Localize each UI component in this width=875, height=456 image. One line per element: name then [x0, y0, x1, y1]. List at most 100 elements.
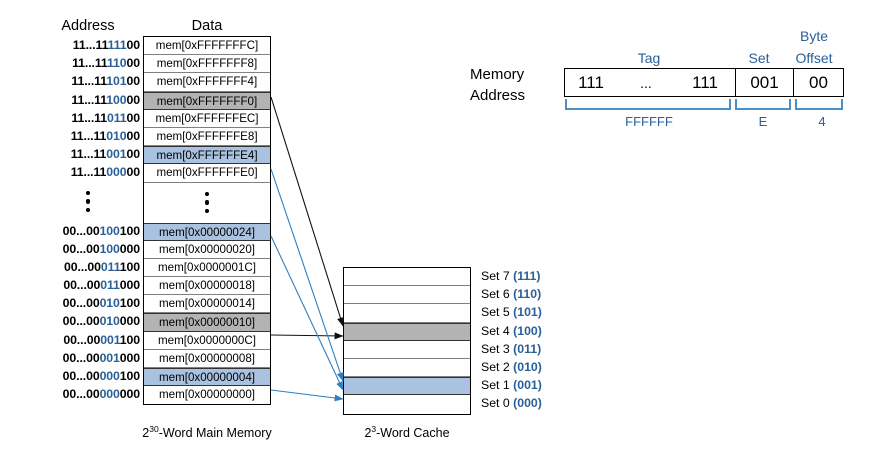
- cache-set-row: [344, 358, 470, 378]
- cache-caption-base: 2: [364, 426, 372, 441]
- addr-offset-bits: 00: [126, 92, 141, 107]
- byte-field-label: Byte: [799, 28, 828, 44]
- addr-prefix: 00...00: [63, 332, 101, 347]
- memory-address-row: 00...00100100: [36, 222, 140, 240]
- set-bits: 001: [735, 69, 793, 96]
- offset-hex-value: 4: [818, 114, 826, 129]
- addr-prefix: 00...00: [64, 259, 101, 274]
- address-column-header: Address: [61, 18, 115, 34]
- addr-offset-bits: 00: [126, 38, 141, 52]
- memory-data-cell: mem[0xFFFFFFF8]: [144, 55, 270, 74]
- addr-set-bits: 010: [99, 296, 120, 311]
- memory-address-row: 11...1101100: [36, 109, 140, 127]
- addr-prefix: 11...11: [71, 74, 107, 89]
- memory-address-ellipsis: [36, 182, 140, 222]
- memory-caption-base: 2: [142, 426, 150, 441]
- addr-set-bits: 001: [100, 332, 120, 347]
- memory-address-row: 11...1101000: [36, 127, 140, 145]
- main-memory-caption: 230-Word Main Memory: [107, 424, 307, 440]
- memory-data-cell: mem[0x00000018]: [144, 277, 270, 296]
- cache-set-row: [344, 322, 470, 341]
- addr-set-bits: 011: [100, 259, 120, 274]
- addr-set-bits: 000: [99, 369, 120, 383]
- cache-set-name: Set 5: [481, 305, 510, 320]
- cache-set-row: [344, 377, 470, 396]
- memory-address-label-line2: Address: [470, 87, 526, 104]
- addr-offset-bits: 100: [119, 259, 140, 274]
- addr-offset-bits: 000: [119, 387, 140, 402]
- cache-set-row: [344, 268, 470, 287]
- cache-set-label: Set 5 (101): [481, 303, 542, 321]
- addr-set-bits: 101: [106, 74, 127, 89]
- cache-set-name: Set 4: [481, 323, 510, 338]
- cache-set-row: [344, 395, 470, 414]
- cache-set-label: Set 2 (010): [481, 358, 542, 376]
- memory-data-cell: mem[0xFFFFFFF4]: [144, 73, 270, 92]
- addr-offset-bits: 100: [119, 332, 140, 347]
- addr-set-bits: 001: [106, 147, 127, 162]
- memory-address-row: 00...00010000: [36, 312, 140, 330]
- memory-data-cell: mem[0xFFFFFFE0]: [144, 164, 270, 183]
- memory-data-cell: mem[0xFFFFFFF0]: [144, 91, 270, 110]
- address-bit-fields: 111 ... 111 001 00: [564, 68, 844, 97]
- memory-data-cell: mem[0x0000000C]: [144, 331, 270, 350]
- cache-caption: 23-Word Cache: [307, 424, 507, 440]
- addr-offset-bits: 000: [119, 350, 140, 365]
- addr-set-bits: 110: [106, 56, 127, 71]
- memory-data-cell: mem[0x00000000]: [144, 386, 270, 405]
- addr-offset-bits: 000: [119, 314, 140, 329]
- cache-set-name: Set 1: [481, 378, 510, 393]
- cache-set-name: Set 6: [481, 287, 510, 302]
- memory-address-row: 00...00010100: [36, 294, 140, 312]
- addr-prefix: 00...00: [62, 314, 100, 329]
- addr-set-bits: 010: [106, 128, 127, 143]
- memory-address-row: 11...1111100: [36, 36, 140, 54]
- addr-prefix: 00...00: [62, 350, 100, 365]
- addr-offset-bits: 00: [126, 110, 141, 125]
- cache-set-bits: (110): [513, 287, 542, 302]
- memory-data-column: mem[0xFFFFFFFC]mem[0xFFFFFFF8]mem[0xFFFF…: [143, 36, 271, 406]
- memory-address-row: 00...00001000: [36, 349, 140, 367]
- addr-offset-bits: 100: [119, 223, 140, 238]
- cache-set-name: Set 3: [481, 341, 510, 356]
- addr-set-bits: 001: [99, 350, 120, 365]
- cache-caption-exponent: 3: [371, 424, 377, 434]
- memory-data-ellipsis: [144, 182, 270, 223]
- addr-set-bits: 000: [106, 165, 127, 180]
- memory-caption-text: -Word Main Memory: [158, 426, 272, 441]
- cache-box: [343, 267, 471, 415]
- memory-caption-exponent: 30: [149, 424, 159, 434]
- addr-prefix: 00...00: [62, 296, 100, 311]
- cache-set-labels: Set 7 (111)Set 6 (110)Set 5 (101)Set 4 (…: [481, 267, 542, 413]
- offset-bits: 00: [793, 69, 843, 96]
- cache-set-row: [344, 304, 470, 323]
- addr-prefix: 00...00: [62, 241, 100, 256]
- cache-set-label: Set 0 (000): [481, 394, 542, 412]
- addr-set-bits: 100: [106, 92, 127, 107]
- memory-address-row: 00...00000000: [36, 385, 140, 403]
- cache-set-name: Set 0: [481, 396, 510, 411]
- memory-data-cell: mem[0xFFFFFFE4]: [144, 146, 270, 165]
- offset-field-label: Offset: [795, 50, 833, 66]
- addr-offset-bits: 00: [126, 147, 141, 162]
- set-field-label: Set: [748, 50, 770, 66]
- cache-set-row: [344, 340, 470, 359]
- memory-address-row: 00...00001100: [36, 331, 140, 349]
- cache-set-bits: (111): [513, 269, 541, 283]
- memory-address-row: 11...1100000: [36, 163, 140, 181]
- addr-offset-bits: 000: [119, 241, 140, 256]
- memory-address-label-line1: Memory: [470, 66, 525, 83]
- memory-data-cell: mem[0x00000008]: [144, 349, 270, 368]
- tag-bits-ellipsis: ...: [640, 74, 652, 91]
- cache-set-bits: (011): [513, 341, 542, 356]
- addr-offset-bits: 00: [126, 74, 141, 89]
- set-hex-value: E: [758, 114, 768, 129]
- memory-address-row: 00...00000100: [36, 367, 140, 385]
- tag-bits-right: 111: [692, 72, 718, 92]
- cache-caption-text: -Word Cache: [376, 426, 450, 441]
- memory-address-row: 00...00011000: [36, 276, 140, 294]
- cache-set-label: Set 1 (001): [481, 376, 542, 394]
- memory-data-cell: mem[0xFFFFFFEC]: [144, 109, 270, 128]
- tag-field-label: Tag: [637, 50, 661, 66]
- memory-address-row: 11...1111000: [36, 54, 140, 72]
